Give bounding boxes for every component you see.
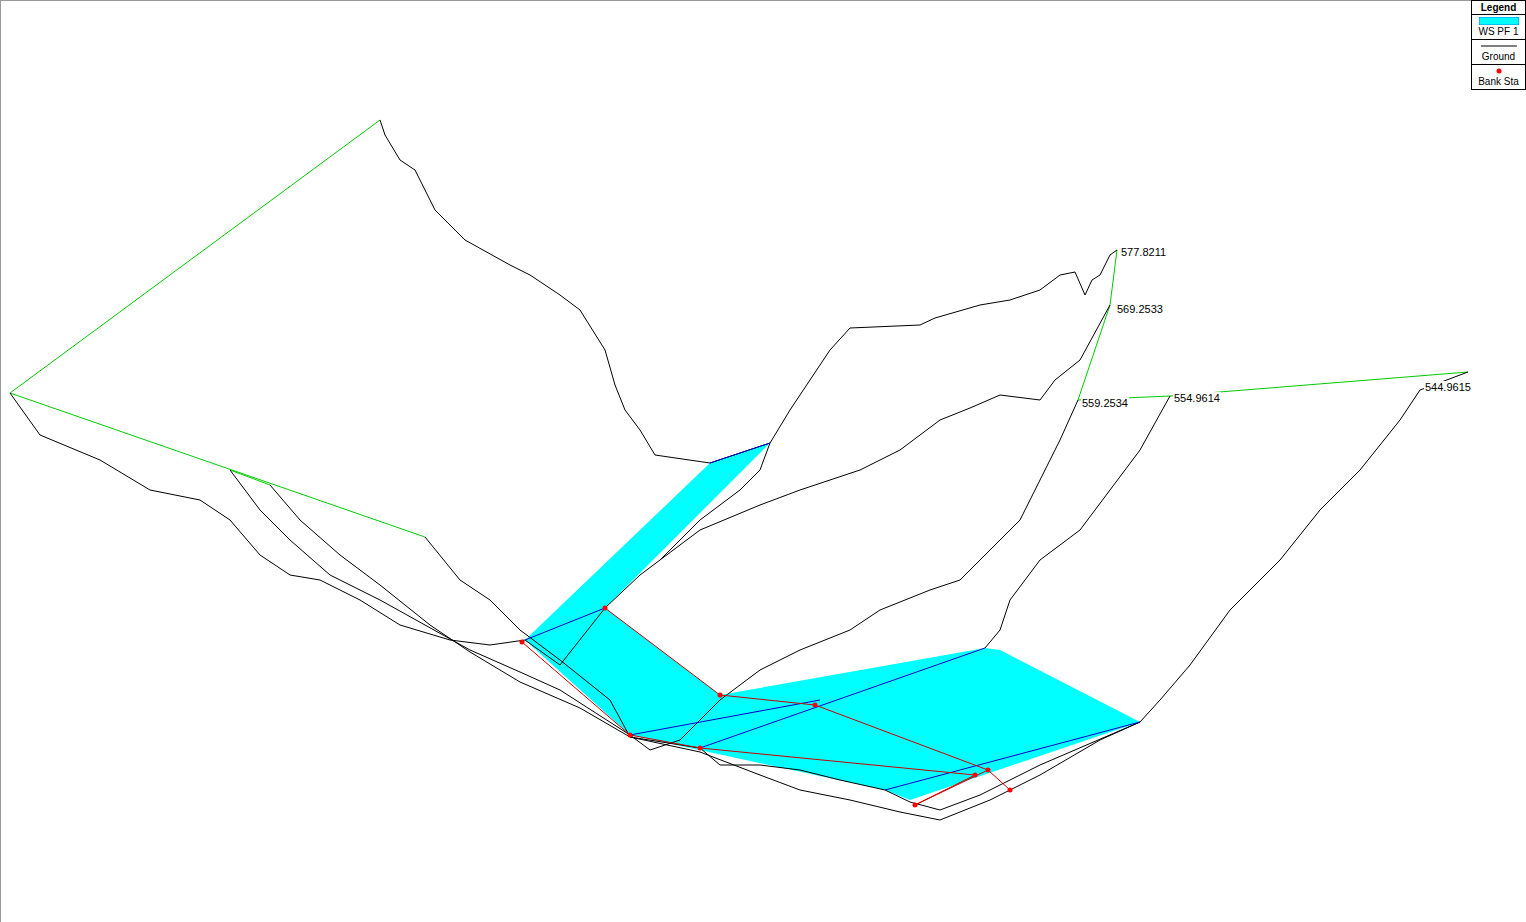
station-label: 559.2534 [1081,397,1129,409]
bank-station-points [520,606,1013,808]
legend-label: Bank Sta [1472,76,1525,87]
station-label: 569.2533 [1116,303,1164,315]
station-label: 544.9615 [1424,381,1472,393]
water-surface [525,443,1140,800]
bank-station-lines [522,608,1010,805]
legend-box: Legend WS PF 1 GroundBank Sta [1471,0,1526,90]
water-section-lines [525,443,1140,790]
legend-row: Bank Sta [1472,65,1525,89]
reach-lines [10,120,1468,537]
legend-row: Ground [1472,40,1525,65]
legend-title: Legend [1472,1,1525,15]
legend-line-sample [1479,42,1519,50]
station-label: 554.9614 [1173,392,1221,404]
legend-swatch [1479,17,1519,25]
legend-dot-sample [1479,67,1519,75]
legend-label: WS PF 1 [1472,26,1525,37]
station-label: 577.8211 [1120,246,1167,258]
legend-row: WS PF 1 [1472,15,1525,40]
legend-label: Ground [1472,51,1525,62]
ground-lines [10,120,1468,820]
